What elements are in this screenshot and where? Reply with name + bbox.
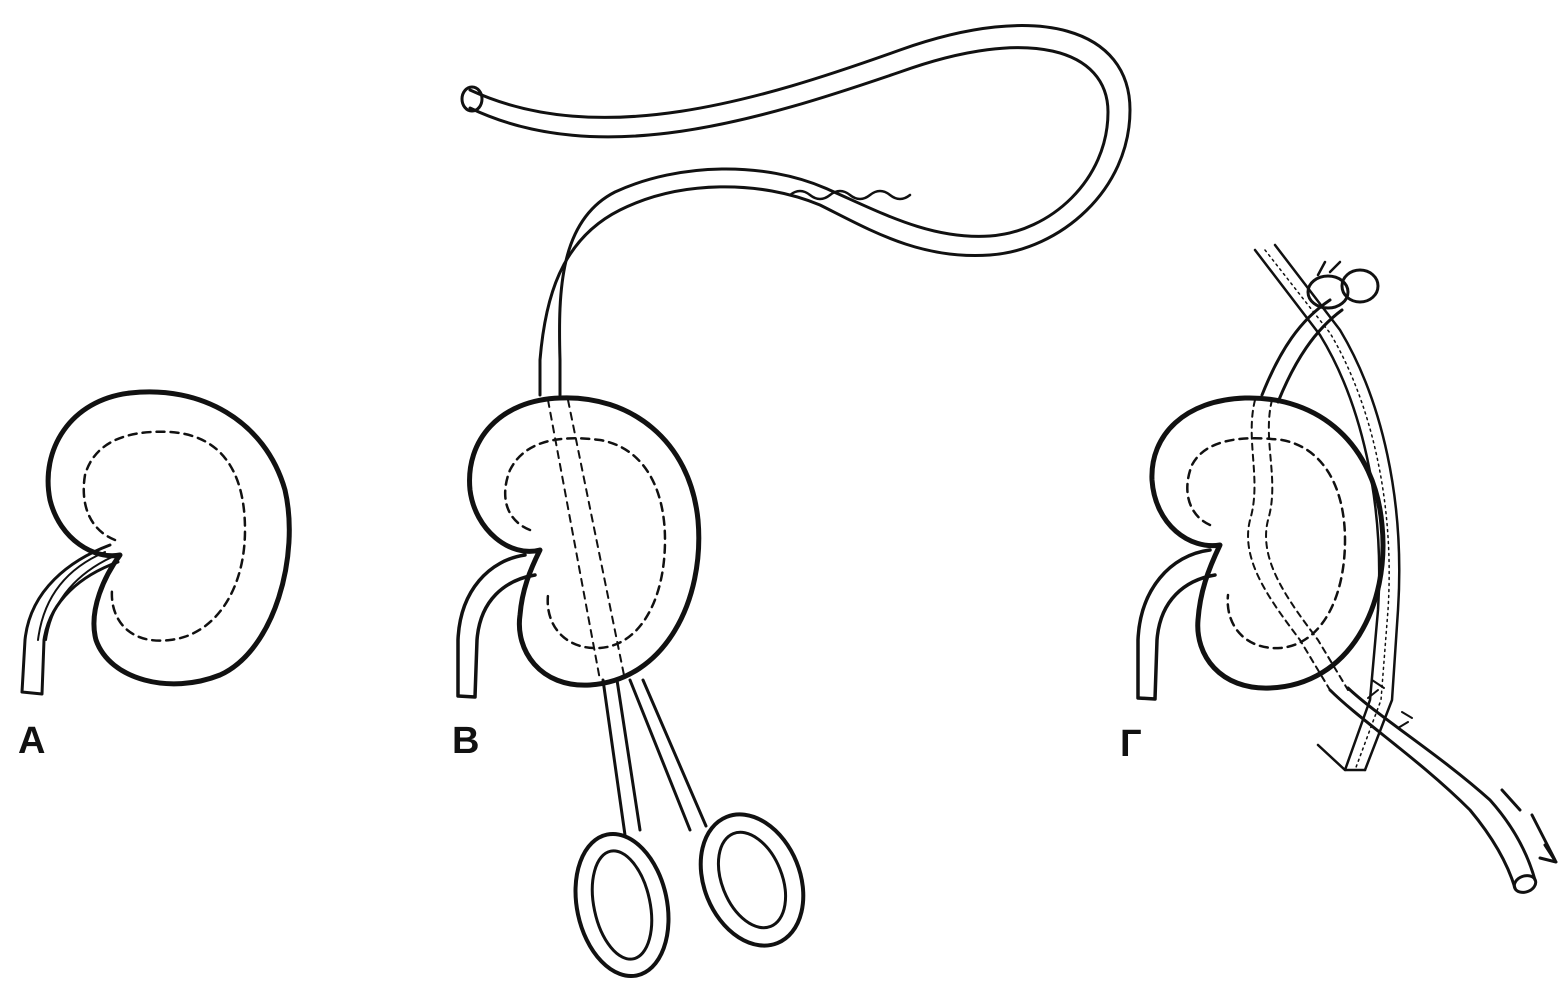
panel-a-ureter xyxy=(22,545,118,694)
panel-b-label: В xyxy=(452,722,479,760)
panel-c-label: Г xyxy=(1120,725,1142,763)
panel-c-ureter xyxy=(1138,550,1215,699)
panel-c-catheter xyxy=(1262,300,1330,395)
panel-b-forceps-ring-right xyxy=(682,799,822,961)
panel-b-kidney xyxy=(470,398,699,685)
panel-b-catheter-tube xyxy=(470,26,1130,395)
panel-a-label: А xyxy=(18,722,45,760)
panel-c-illustration xyxy=(1138,245,1556,895)
panel-b-ureter xyxy=(458,555,535,697)
panel-b-illustration xyxy=(458,26,1130,985)
panel-c-catheter-lower xyxy=(1330,690,1515,888)
panel-b-forceps xyxy=(563,680,822,985)
panel-a-illustration xyxy=(22,392,289,694)
panel-b-forceps-ring-left xyxy=(563,825,681,985)
panel-c-kidney xyxy=(1152,398,1383,688)
panel-a-renal-pelvis-dashed xyxy=(84,432,245,641)
